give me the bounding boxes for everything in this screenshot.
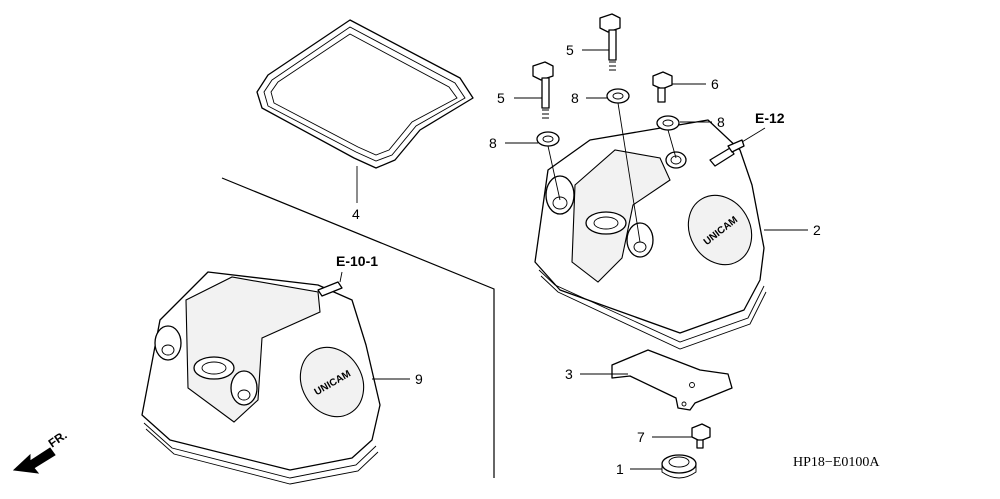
washer-part-8-left [536, 131, 560, 147]
leader-e-12 [741, 127, 766, 143]
bolt-part-6 [652, 71, 673, 103]
bolt-part-5-right [599, 13, 621, 71]
guide-line-center [617, 102, 641, 243]
drawing-code: HP18−E0100A [793, 455, 880, 470]
ref-e-12: E-12 [755, 110, 785, 126]
callout-8c: 8 [717, 114, 725, 130]
callout-8b: 8 [571, 90, 579, 106]
washer-part-8-center [606, 88, 630, 104]
front-arrow-icon [12, 447, 56, 474]
gasket-part-4 [256, 19, 474, 169]
callout-2: 2 [813, 222, 821, 238]
callout-7: 7 [637, 429, 645, 445]
bolt-part-7 [691, 423, 711, 449]
bolt-part-5-left [532, 61, 554, 119]
front-indicator-label: FR. [46, 428, 70, 451]
guide-line-right [667, 129, 677, 159]
callout-1: 1 [616, 461, 624, 477]
callout-8a: 8 [489, 135, 497, 151]
head-cover-part-2: UNICAM [534, 119, 767, 350]
head-cover-part-9: UNICAM [141, 271, 381, 485]
plate-part-3 [611, 349, 733, 411]
ref-e-10-1: E-10-1 [336, 253, 378, 269]
seal-part-1 [661, 454, 697, 479]
callout-6: 6 [711, 76, 719, 92]
leader-e-10-1 [339, 271, 343, 283]
section-divider [221, 177, 495, 478]
callout-4: 4 [352, 206, 360, 222]
washer-part-8-right [656, 115, 680, 131]
callout-5b: 5 [566, 42, 574, 58]
callout-3: 3 [565, 366, 573, 382]
guide-line-left [547, 145, 561, 201]
callout-5a: 5 [497, 90, 505, 106]
callout-9: 9 [415, 371, 423, 387]
